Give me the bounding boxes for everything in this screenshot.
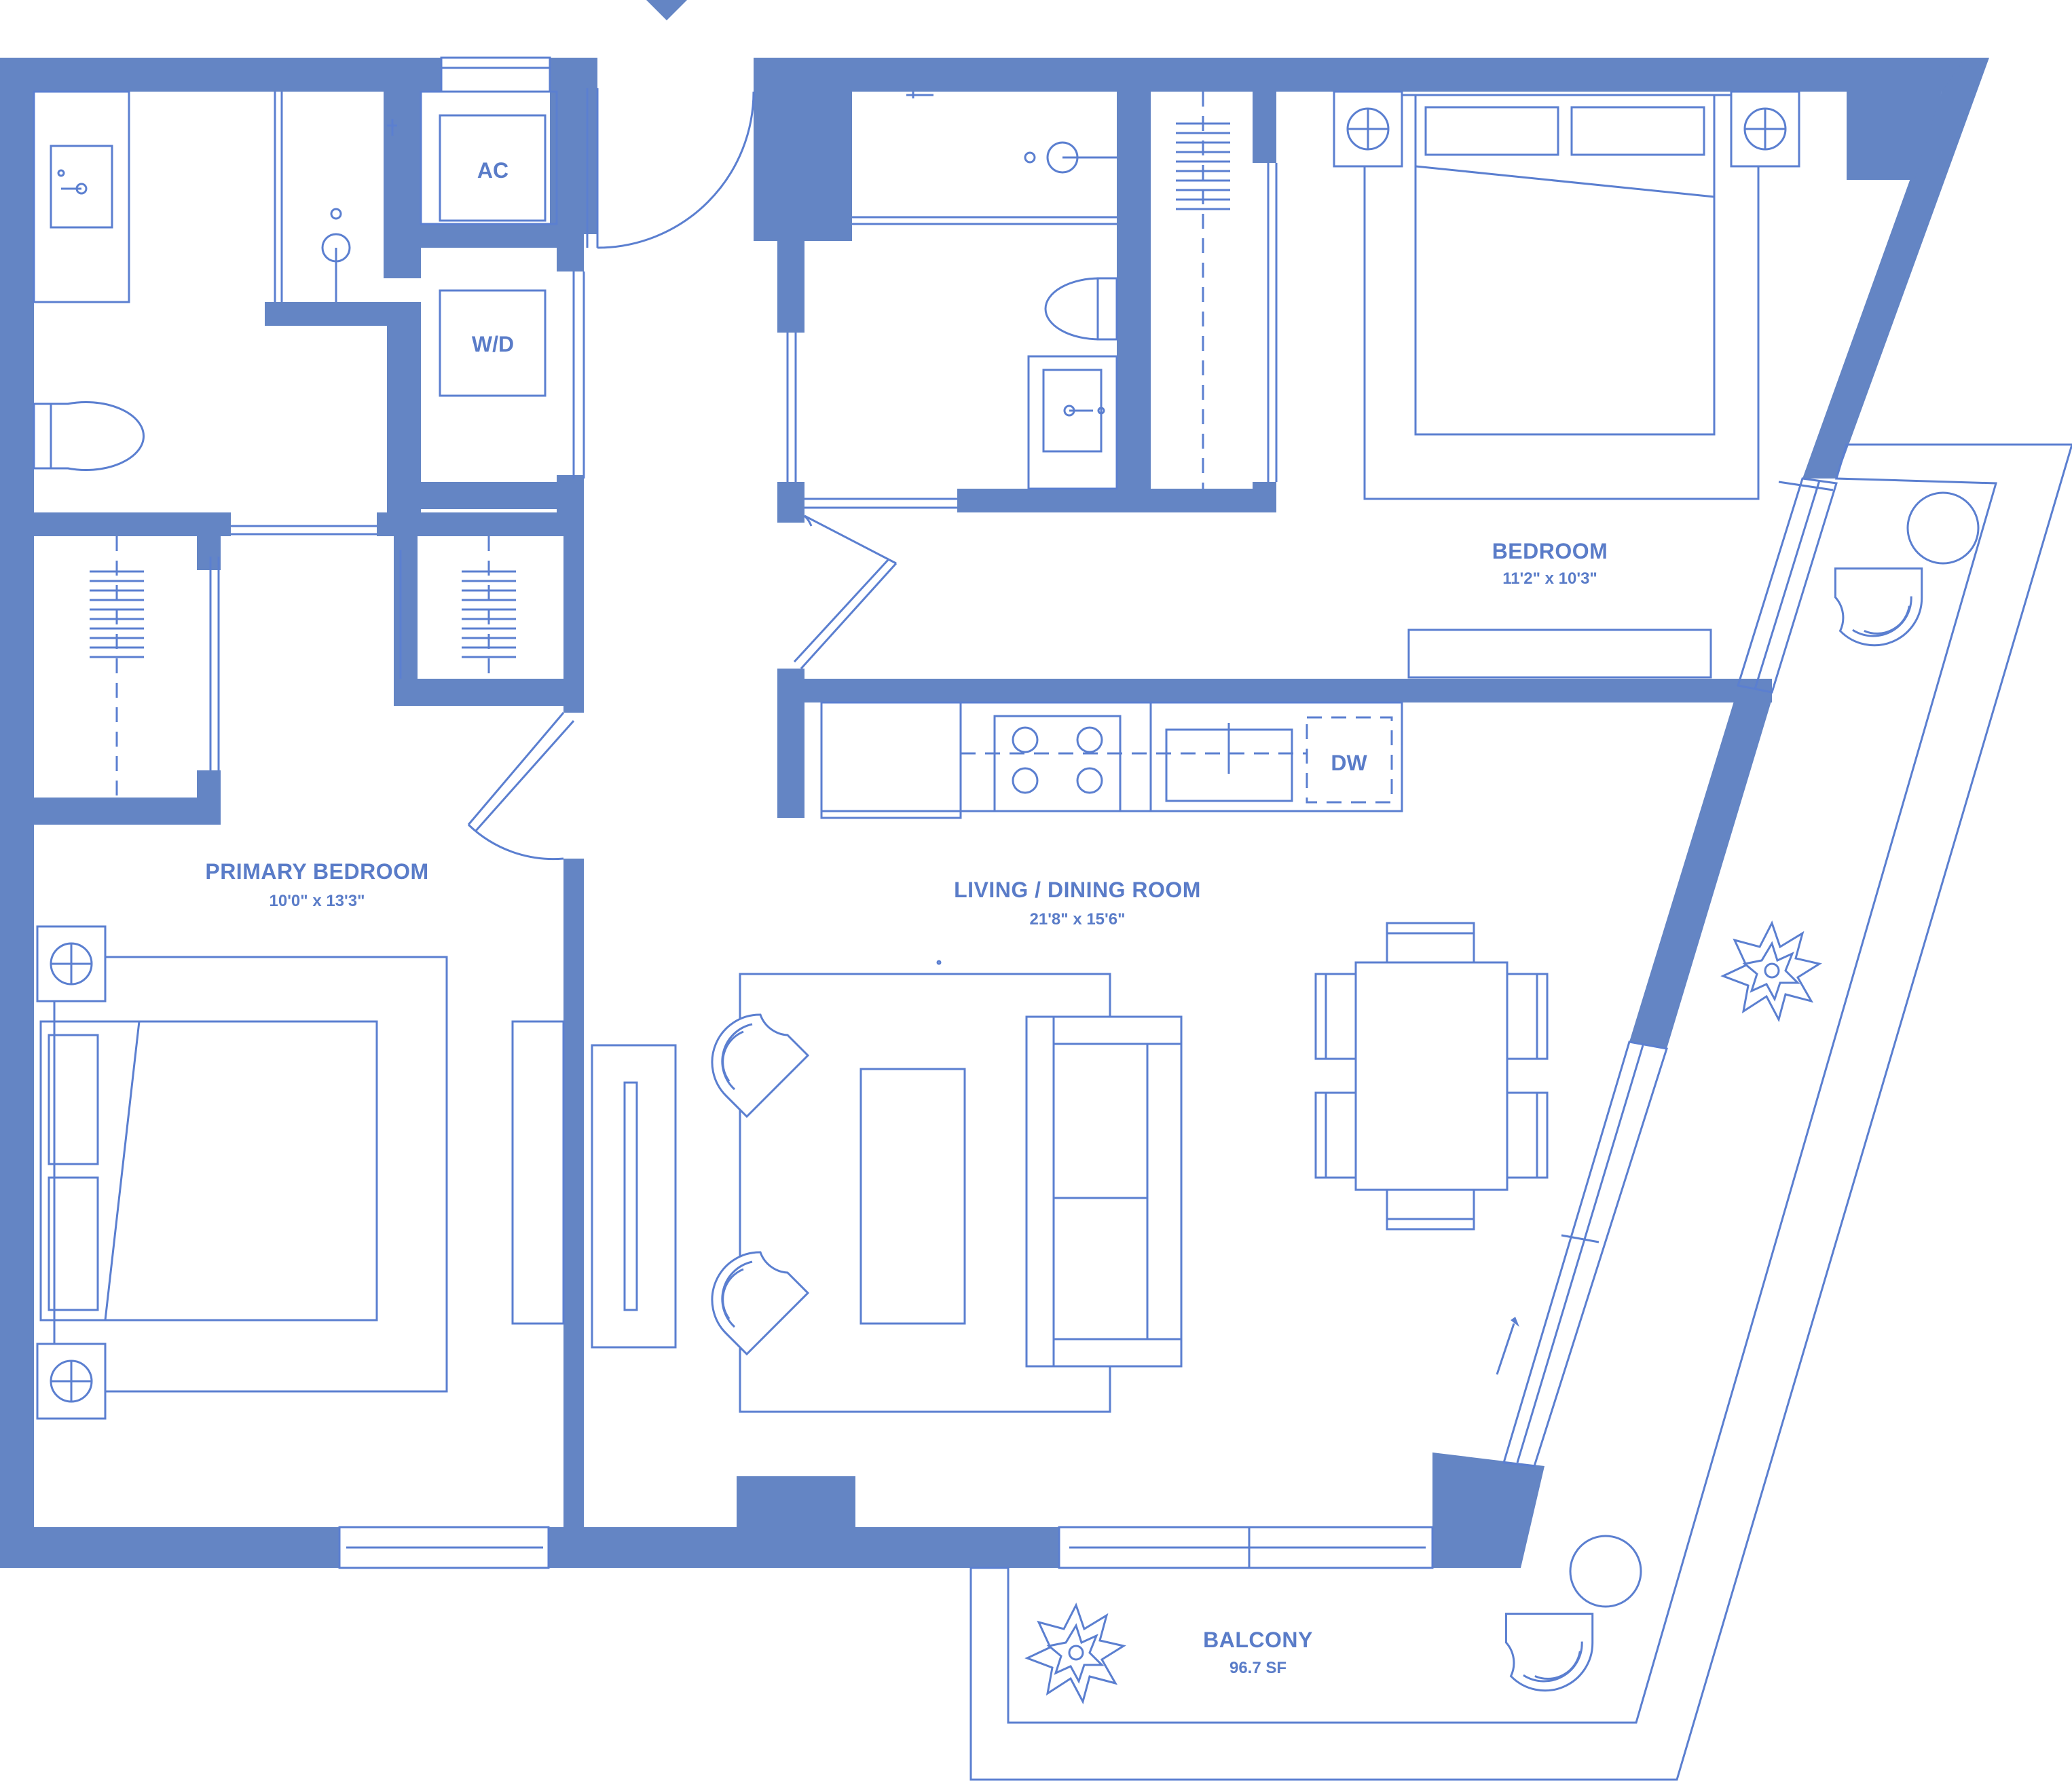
dining-table (1354, 961, 1509, 1191)
balcony (969, 443, 2072, 1781)
lamp-icon (36, 1343, 107, 1420)
sofa (1025, 1015, 1183, 1368)
bed (1414, 94, 1716, 436)
dresser (511, 1020, 565, 1325)
living-dining-dimensions: 21'8" x 15'6" (1030, 910, 1126, 929)
entry-arrow-icon (646, 0, 687, 20)
primary-bath (33, 90, 397, 471)
washer-dryer-label: W/D (472, 332, 514, 356)
primary-bedroom-dimensions: 10'0" x 13'3" (270, 892, 365, 910)
dishwasher-label: DW (1331, 751, 1367, 775)
washer-dryer (439, 289, 547, 397)
dresser (1407, 629, 1712, 679)
plant-icon (1026, 1604, 1125, 1703)
coffee-table (859, 1068, 966, 1325)
balcony-area: 96.7 SF (1229, 1659, 1287, 1677)
bedroom-closet (1174, 92, 1232, 489)
armchair-icon (1805, 524, 1948, 667)
living-furniture (591, 922, 1549, 1413)
bedroom-dimensions: 11'2" x 10'3" (1502, 569, 1597, 588)
walls (0, 58, 1989, 1568)
doors-windows (209, 56, 1838, 1569)
primary-bedroom-name: PRIMARY BEDROOM (205, 859, 428, 884)
balcony-name: BALCONY (1203, 1628, 1313, 1652)
primary-bedroom-furniture (36, 925, 565, 1420)
primary-closet (88, 536, 517, 798)
balcony-furniture (1026, 491, 1980, 1712)
side-table (1569, 1535, 1642, 1608)
kitchen: DW (820, 701, 1403, 819)
armchair-icon (1476, 1569, 1618, 1712)
armchair-icon (711, 1013, 809, 1118)
bedroom-name: BEDROOM (1492, 539, 1608, 563)
cooktop-icon (993, 715, 1122, 812)
ac-unit (439, 114, 547, 222)
lamp-icon (1333, 90, 1403, 168)
bedroom-furniture (1333, 90, 1800, 679)
lamp-icon (1730, 90, 1800, 168)
armchair-icon (711, 1251, 809, 1355)
bed (39, 1020, 378, 1321)
living-dining-name: LIVING / DINING ROOM (954, 878, 1201, 902)
plant-icon (1722, 922, 1821, 1021)
ac-label: AC (477, 158, 508, 183)
tv-console (591, 1044, 677, 1349)
utility: AC W/D (420, 90, 558, 397)
second-bath (852, 92, 1118, 490)
side-table (1906, 491, 1980, 565)
room-labels: PRIMARY BEDROOM 10'0" x 13'3" BEDROOM 11… (205, 539, 1608, 1677)
lamp-icon (36, 925, 107, 1002)
